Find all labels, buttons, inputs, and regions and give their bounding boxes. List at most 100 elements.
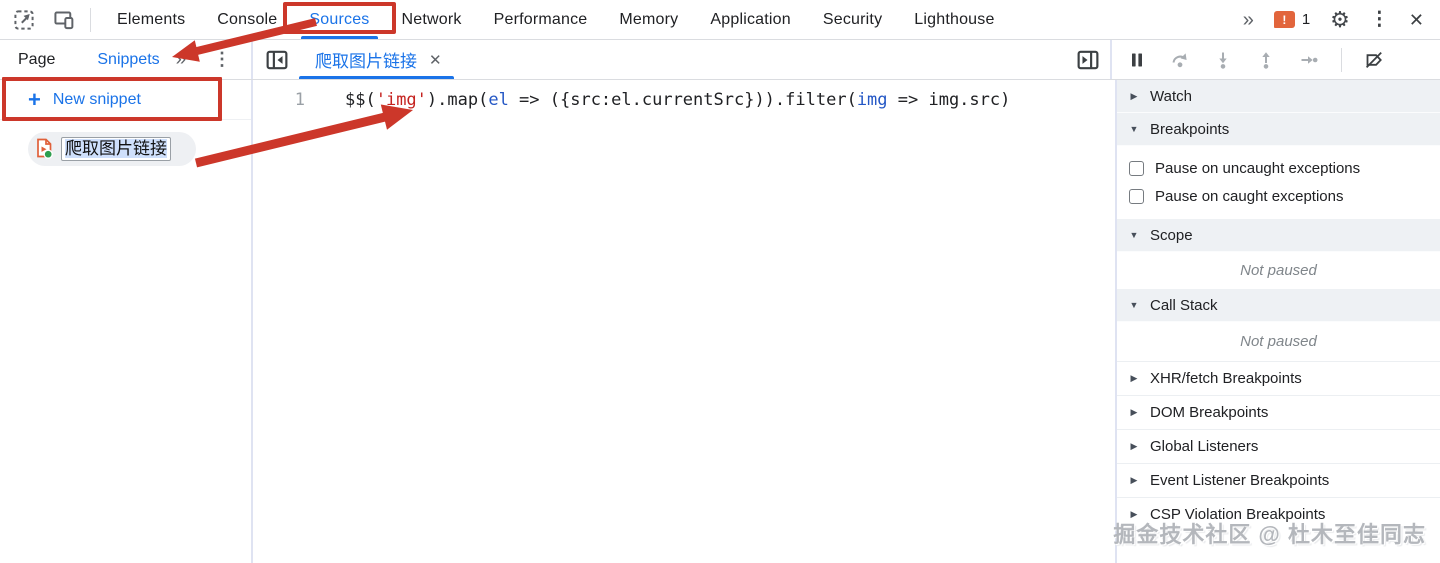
more-navigator-tabs-icon[interactable]: » <box>175 48 187 70</box>
tab-application[interactable]: Application <box>694 0 806 39</box>
step-out-icon[interactable] <box>1255 49 1277 71</box>
tab-label: Sources <box>309 10 370 28</box>
collapsed-arrow-icon: ▶ <box>1130 407 1138 417</box>
tab-console[interactable]: Console <box>201 0 293 39</box>
code-token-string: 'img' <box>375 90 427 110</box>
code-token-param: el <box>488 90 509 110</box>
expanded-arrow-icon: ▼ <box>1129 230 1139 240</box>
issues-count: 1 <box>1301 11 1311 28</box>
hide-navigator-icon[interactable] <box>265 48 289 72</box>
step-over-icon[interactable] <box>1169 49 1191 71</box>
section-watch[interactable]: ▶ Watch <box>1117 80 1440 113</box>
snippet-name: 爬取图片链接 <box>65 139 167 158</box>
debugger-sidebar: ▶ Watch ▼ Breakpoints Pause on uncaught … <box>1115 80 1440 563</box>
navigator-menu-icon[interactable]: ⋮ <box>213 49 231 69</box>
tab-memory[interactable]: Memory <box>603 0 694 39</box>
toolbar-left-icons <box>0 8 90 32</box>
checkbox-label: Pause on uncaught exceptions <box>1155 159 1361 177</box>
tab-snippets[interactable]: Snippets <box>97 50 160 68</box>
expanded-arrow-icon: ▼ <box>1129 124 1139 134</box>
close-devtools-icon[interactable]: ✕ <box>1408 9 1424 30</box>
debugger-toolbar-divider <box>1341 47 1342 72</box>
expanded-arrow-icon: ▼ <box>1129 300 1139 310</box>
section-event-listener-breakpoints[interactable]: ▶ Event Listener Breakpoints <box>1117 463 1440 497</box>
checkbox-unchecked[interactable] <box>1129 160 1144 176</box>
code-token: => img.src) <box>887 90 1011 110</box>
snippet-file-icon <box>35 138 54 160</box>
inspect-element-icon[interactable] <box>12 8 36 32</box>
editor-tab-title: 爬取图片链接 <box>315 52 417 71</box>
code-line-1: 1 $$('img').map(el => ({src:el.currentSr… <box>253 89 1115 111</box>
settings-gear-icon[interactable]: ⚙ <box>1330 6 1350 32</box>
collapsed-arrow-icon: ▶ <box>1130 373 1138 383</box>
active-editor-tab-underline <box>299 76 454 79</box>
section-scope[interactable]: ▼ Scope <box>1117 219 1440 252</box>
devtools-menu-icon[interactable]: ⋮ <box>1369 9 1389 30</box>
active-tab-underline <box>301 36 378 39</box>
tab-label: Elements <box>117 10 186 28</box>
tab-label: Lighthouse <box>914 10 995 28</box>
section-global-listeners[interactable]: ▶ Global Listeners <box>1117 429 1440 463</box>
breakpoints-content: Pause on uncaught exceptions Pause on ca… <box>1117 146 1440 219</box>
scope-status: Not paused <box>1117 252 1440 289</box>
step-into-icon[interactable] <box>1212 49 1234 71</box>
code-token-param: img <box>856 90 888 110</box>
section-csp-violation-breakpoints[interactable]: ▶ CSP Violation Breakpoints <box>1117 497 1440 531</box>
toolbar-right-controls: » ! 1 ⚙ ⋮ ✕ <box>1242 6 1440 32</box>
code-token: ).map( <box>426 90 489 110</box>
tab-label: Network <box>401 10 462 28</box>
collapsed-arrow-icon: ▶ <box>1130 441 1138 451</box>
tab-sources[interactable]: Sources <box>283 0 396 39</box>
snippets-navigator: + New snippet 爬取图片链接 <box>0 77 253 563</box>
tab-label: Security <box>822 10 883 28</box>
navigator-tab-strip: Page Snippets » ⋮ <box>0 40 253 79</box>
section-call-stack[interactable]: ▼ Call Stack <box>1117 289 1440 322</box>
show-debugger-pane-icon[interactable] <box>1076 48 1100 72</box>
pause-caught-exceptions-row[interactable]: Pause on caught exceptions <box>1117 182 1440 210</box>
close-tab-icon[interactable]: ✕ <box>429 51 442 69</box>
code-editor[interactable]: 1 $$('img').map(el => ({src:el.currentSr… <box>253 80 1115 563</box>
checkbox-unchecked[interactable] <box>1129 188 1144 204</box>
tab-lighthouse[interactable]: Lighthouse <box>898 0 1010 39</box>
new-snippet-button[interactable]: + New snippet <box>0 77 251 121</box>
issues-badge[interactable]: ! 1 <box>1273 11 1311 28</box>
step-icon[interactable] <box>1298 49 1320 71</box>
snippet-rename-input[interactable]: 爬取图片链接 <box>61 137 171 161</box>
main-toolbar: Elements Console Sources Network Perform… <box>0 0 1440 40</box>
line-number: 1 <box>294 90 305 110</box>
pause-script-icon[interactable] <box>1126 49 1148 71</box>
deactivate-breakpoints-icon[interactable] <box>1363 49 1385 71</box>
section-breakpoints[interactable]: ▼ Breakpoints <box>1117 113 1440 146</box>
code-token: => ({src:el.currentSrc})).filter( <box>508 90 857 110</box>
devtools-body: + New snippet 爬取图片链接 1 $$('img').map(el … <box>0 77 1440 563</box>
section-dom-breakpoints[interactable]: ▶ DOM Breakpoints <box>1117 395 1440 429</box>
plus-icon: + <box>28 86 41 112</box>
device-toolbar-icon[interactable] <box>52 8 76 32</box>
tab-label: Memory <box>619 10 679 28</box>
debugger-toolbar <box>1110 40 1440 79</box>
tab-performance[interactable]: Performance <box>478 0 604 39</box>
tab-elements[interactable]: Elements <box>101 0 201 39</box>
pause-uncaught-exceptions-row[interactable]: Pause on uncaught exceptions <box>1117 154 1440 182</box>
tab-network[interactable]: Network <box>386 0 478 39</box>
tab-page[interactable]: Page <box>18 50 56 68</box>
tab-security[interactable]: Security <box>807 0 898 39</box>
checkbox-label: Pause on caught exceptions <box>1155 187 1344 205</box>
call-stack-status: Not paused <box>1117 322 1440 361</box>
more-tabs-icon[interactable]: » <box>1242 8 1254 31</box>
issue-icon: ! <box>1273 11 1295 28</box>
secondary-toolbar-row: Page Snippets » ⋮ 爬取图片链接 ✕ <box>0 40 1440 80</box>
collapsed-arrow-icon: ▶ <box>1130 90 1138 101</box>
code-text: $$('img').map(el => ({src:el.currentSrc}… <box>345 89 1010 111</box>
main-tab-strip: Elements Console Sources Network Perform… <box>101 0 1011 39</box>
section-xhr-fetch-breakpoints[interactable]: ▶ XHR/fetch Breakpoints <box>1117 361 1440 395</box>
editor-tab-snippet[interactable]: 爬取图片链接 ✕ <box>299 40 454 79</box>
tab-label: Console <box>217 10 278 28</box>
tab-label: Performance <box>493 10 588 28</box>
editor-tab-bar: 爬取图片链接 ✕ <box>253 40 1110 79</box>
toolbar-divider <box>90 7 91 32</box>
new-snippet-label: New snippet <box>52 90 141 108</box>
collapsed-arrow-icon: ▶ <box>1130 475 1138 485</box>
snippet-list-item[interactable]: 爬取图片链接 <box>28 132 196 166</box>
